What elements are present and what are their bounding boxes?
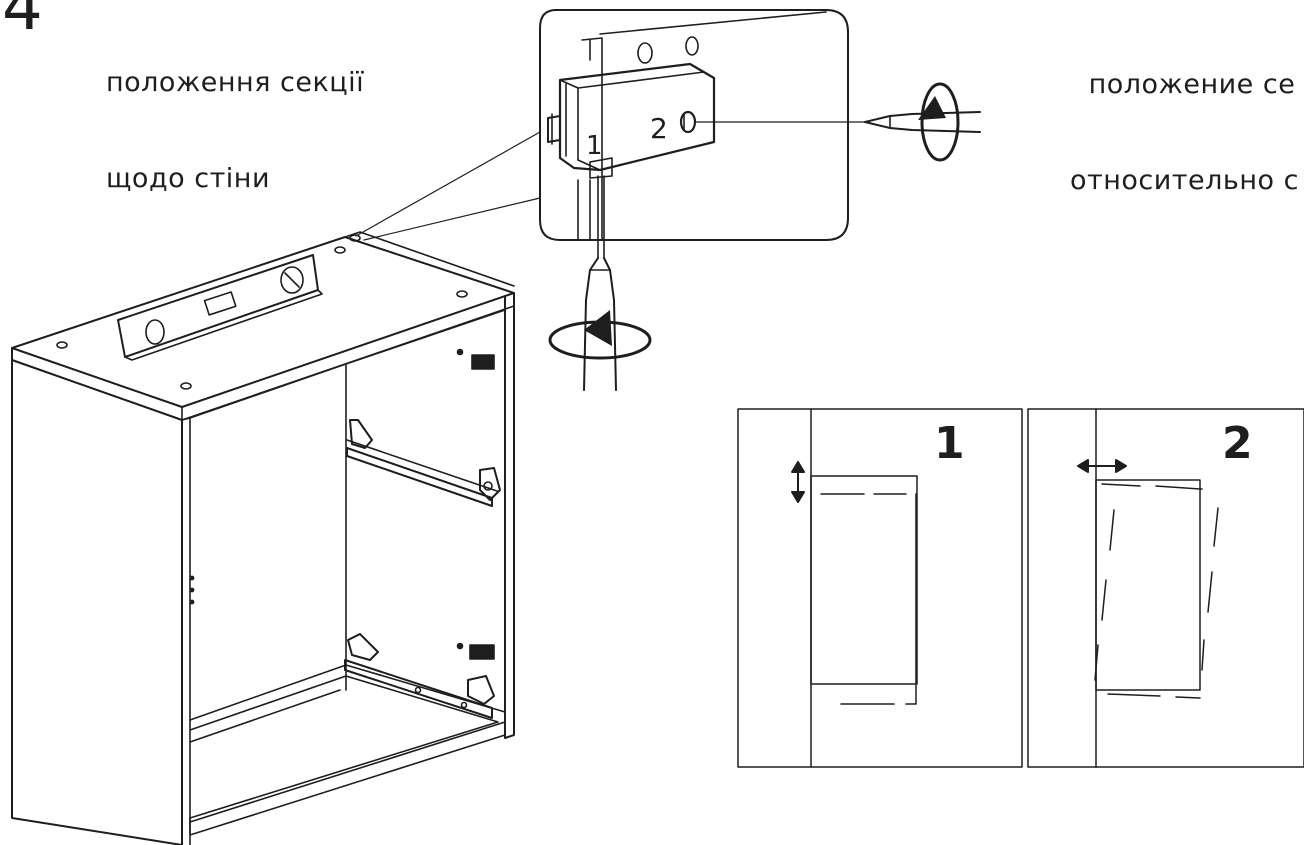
panel-1-cabinet <box>810 475 918 685</box>
step-number: 4 <box>2 0 43 45</box>
spirit-level <box>117 254 323 361</box>
panel-1-frame <box>737 408 1023 768</box>
vertical-arrow-icon <box>791 461 805 503</box>
cabinet-bottom-shelf <box>189 664 506 836</box>
cabinet-back-panel-edge <box>189 309 506 691</box>
inset-bracket-detail: 2 1 <box>539 9 866 259</box>
cabinet-holes <box>56 234 468 390</box>
panel-2-cabinet <box>1095 479 1201 691</box>
caption-ukrainian-line-2: щодо стіни <box>106 163 270 194</box>
adjustment-panel-2: 2 <box>1027 408 1304 768</box>
caption-ukrainian: положення секції щодо стіни <box>106 3 364 227</box>
cabinet-side-marks <box>189 575 195 605</box>
inset-frame <box>539 9 849 241</box>
caption-russian: положение се относительно с <box>1070 5 1299 229</box>
cabinet-brackets <box>456 348 495 660</box>
upper-hanging-rail <box>346 419 501 507</box>
screwdriver-horizontal <box>864 82 981 162</box>
inset-label-1: 1 <box>586 131 603 161</box>
screwdriver-vertical <box>548 257 652 391</box>
panel-2-dashed-position <box>1094 483 1219 699</box>
caption-russian-line-1: положение се <box>1088 69 1296 100</box>
panel-2-label: 2 <box>1222 418 1253 469</box>
inset-screw-2 <box>679 110 697 134</box>
cabinet-top-edge <box>11 292 515 421</box>
cabinet-left-side <box>11 347 183 845</box>
inset-label-2: 2 <box>650 112 668 145</box>
lower-hanging-rail <box>344 633 495 719</box>
inset-bracket-body <box>558 62 716 172</box>
panel-1-label: 1 <box>934 418 965 469</box>
adjustment-panel-1: 1 <box>737 408 1023 768</box>
panel-1-dashed-position <box>820 493 917 705</box>
rotation-arrow-right <box>920 82 960 162</box>
callout-lines <box>355 131 541 241</box>
cabinet-right-side <box>504 292 515 739</box>
caption-ukrainian-line-1: положення секції <box>106 67 365 98</box>
panel-2-frame <box>1027 408 1304 768</box>
cabinet-top-panel <box>11 236 515 408</box>
cabinet <box>11 231 515 845</box>
caption-russian-line-2: относительно с <box>1070 165 1299 196</box>
horizontal-arrow-icon <box>1077 459 1127 473</box>
